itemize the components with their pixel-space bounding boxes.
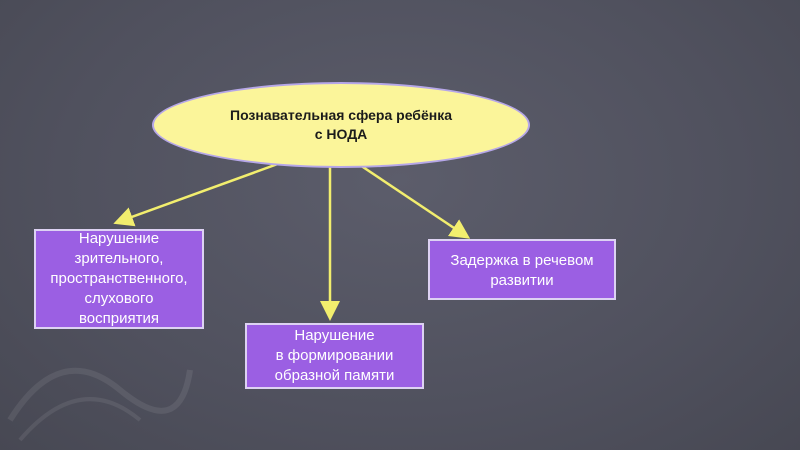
- node-memory-impairment: Нарушение в формировании образной памяти: [245, 323, 424, 389]
- node-perception-label: Нарушение зрительного, пространственного…: [50, 230, 188, 327]
- node-memory-label: Нарушение в формировании образной памяти: [274, 327, 395, 384]
- background-watermark: [7, 367, 193, 442]
- root-node-cognitive-sphere: Познавательная сфера ребёнка с НОДА: [152, 82, 530, 168]
- node-perception-impairment: Нарушение зрительного, пространственного…: [34, 229, 204, 329]
- root-node-label: Познавательная сфера ребёнка с НОДА: [230, 107, 452, 142]
- node-speech-delay: Задержка в речевом развитии: [428, 239, 616, 300]
- node-speech-label: Задержка в речевом развитии: [450, 252, 594, 289]
